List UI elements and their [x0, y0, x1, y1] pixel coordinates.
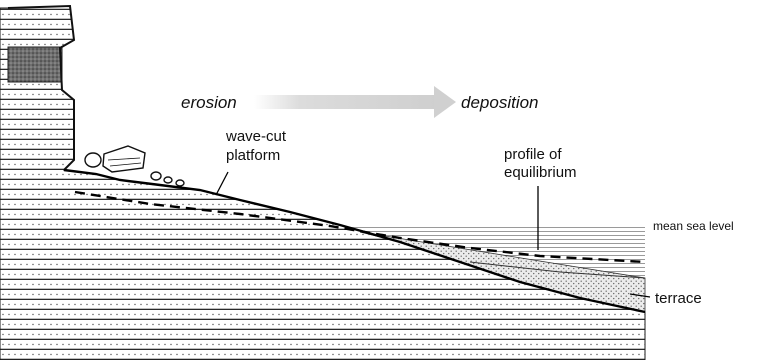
dark-rock-band [7, 46, 63, 83]
wave-cut-platform-label-line2: platform [226, 147, 280, 164]
terrace-edge [469, 261, 646, 279]
terrace-label: terrace [655, 290, 702, 307]
wave-cut-platform-label-line1: wave-cut [225, 128, 287, 145]
wave-cut-platform-leader [215, 171, 229, 196]
mean-sea-level-label: mean sea level [653, 219, 734, 233]
sea-water [300, 226, 645, 312]
boulder [175, 179, 185, 187]
bedrock [0, 5, 646, 360]
erosion-deposition-arrow [254, 86, 456, 118]
erosion-label: erosion [181, 93, 237, 112]
cliff-face [7, 4, 76, 171]
boulders [84, 145, 185, 187]
profile-of-equilibrium-label-line2: equilibrium [504, 164, 577, 181]
deposition-label: deposition [461, 93, 539, 112]
profile-of-equilibrium-line [74, 190, 646, 264]
boulder [84, 152, 102, 168]
boulder [150, 171, 162, 181]
profile-of-equilibrium-label-line1: profile of [504, 146, 562, 163]
terrace-leader [629, 293, 651, 298]
boulder [163, 176, 173, 184]
wave-cut-platform-surface [63, 168, 646, 314]
boulder-block-detail [107, 157, 142, 167]
